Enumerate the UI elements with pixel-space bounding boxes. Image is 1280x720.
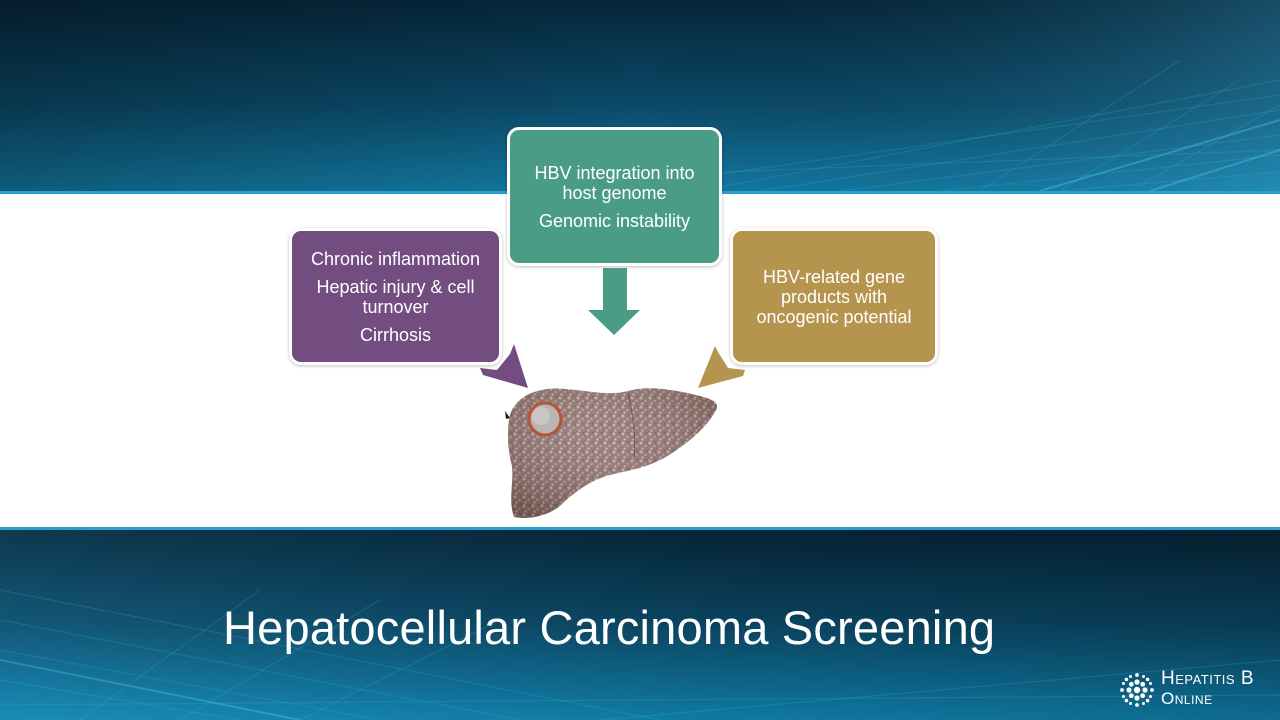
logo-line-2: Online	[1161, 689, 1213, 708]
box-hbv-gene-products: HBV-related gene products with oncogenic…	[730, 228, 938, 365]
arrow-gold	[698, 346, 745, 388]
box-chronic-inflammation: Chronic inflammation Hepatic injury & ce…	[289, 228, 502, 365]
box-left-line-1: Chronic inflammation	[310, 248, 481, 269]
logo-line-1: Hepatitis B	[1161, 668, 1255, 689]
box-top-line-1: HBV integration into host genome	[534, 162, 695, 203]
background-bottom	[0, 530, 1280, 720]
dotted-circle-icon	[1120, 673, 1154, 707]
box-top-line-2: Genomic instability	[538, 210, 691, 231]
box-left-line-3: Cirrhosis	[359, 324, 431, 345]
box-hbv-integration: HBV integration into host genome Genomic…	[507, 127, 722, 266]
background-top	[0, 0, 1280, 191]
arrow-down-green	[588, 268, 640, 335]
slide-title: Hepatocellular Carcinoma Screening	[223, 601, 996, 654]
box-right-line-1: HBV-related gene products with oncogenic…	[756, 266, 912, 327]
arrow-purple	[480, 344, 528, 388]
box-left-line-2: Hepatic injury & cell turnover	[316, 276, 475, 317]
hepatitis-b-online-logo: Hepatitis B Online	[1118, 668, 1268, 712]
